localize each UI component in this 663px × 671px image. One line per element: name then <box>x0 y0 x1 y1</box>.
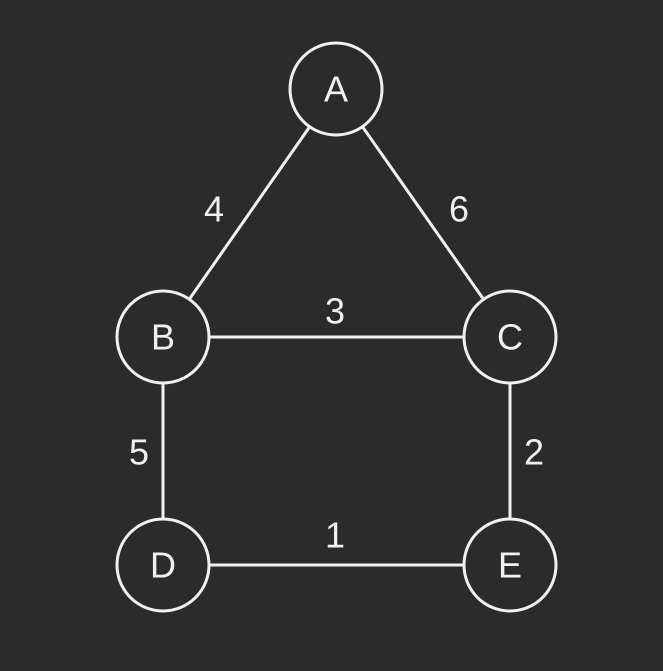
node-label-c: C <box>497 317 523 358</box>
node-circle-e <box>462 517 558 613</box>
edge-weight-a-b: 4 <box>204 189 224 230</box>
node-circle-b <box>115 289 211 385</box>
edge-weight-d-e: 1 <box>325 515 345 556</box>
edge-a-b <box>188 125 311 301</box>
node-a: A <box>288 41 384 137</box>
weights-layer: 4 6 3 5 2 1 <box>129 189 544 556</box>
nodes-layer: A B C D E <box>115 41 558 613</box>
node-label-a: A <box>324 69 348 110</box>
edge-weight-b-d: 5 <box>129 432 149 473</box>
node-circle-d <box>115 517 211 613</box>
node-circle-a <box>288 41 384 137</box>
edge-weight-c-e: 2 <box>524 432 544 473</box>
node-b: B <box>115 289 211 385</box>
node-e: E <box>462 517 558 613</box>
edge-weight-a-c: 6 <box>449 189 469 230</box>
node-c: C <box>462 289 558 385</box>
edge-a-c <box>361 125 485 301</box>
node-label-d: D <box>150 545 176 586</box>
node-label-b: B <box>151 317 175 358</box>
node-circle-c <box>462 289 558 385</box>
node-label-e: E <box>498 545 522 586</box>
edges-layer <box>161 125 512 567</box>
edge-weight-b-c: 3 <box>325 291 345 332</box>
node-d: D <box>115 517 211 613</box>
